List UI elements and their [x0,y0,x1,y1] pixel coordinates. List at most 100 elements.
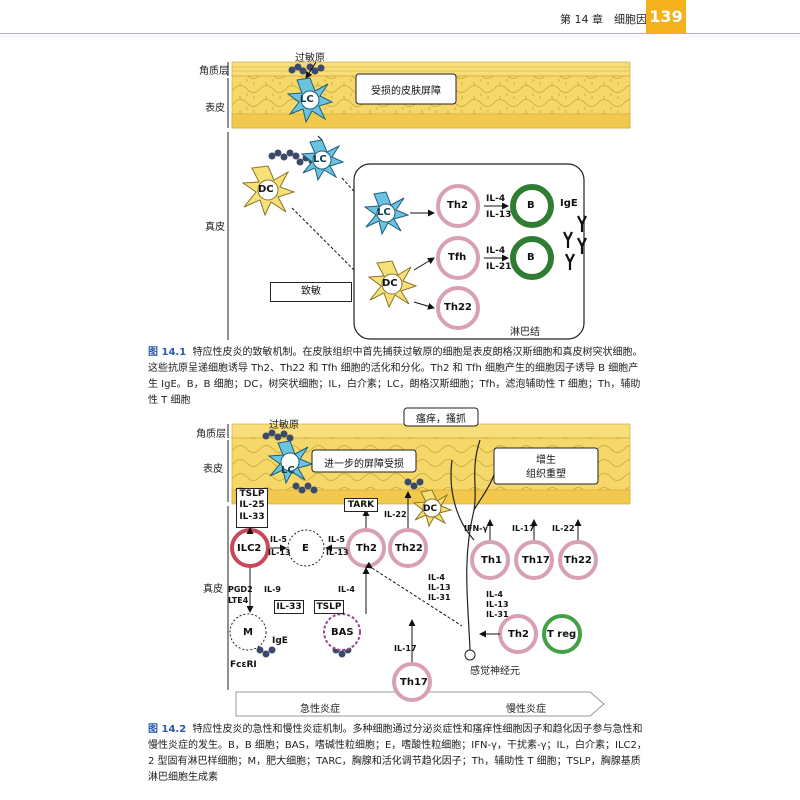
ilc2-label: ILC2 [237,543,262,554]
label-allergen-2: 过敏原 [269,420,299,431]
dc-cell-2 [412,489,453,528]
th2-cell [436,184,480,228]
il4-label-b: IL-4 [486,246,506,256]
b-label-1: B [527,200,535,211]
timeline-arrow [235,691,605,717]
basophil-cell [323,613,361,651]
th17-cell [514,540,554,580]
th22-label: Th22 [444,302,472,313]
pgd2: PGD2 [228,585,253,594]
il5-a: IL-5 [270,535,287,544]
th1-label: Th1 [481,555,502,566]
tfh-label: Tfh [448,252,467,263]
caption-14-2: 图 14.2 特应性皮炎的急性和慢性炎症机制。多种细胞通过分泌炎症性和瘙痒性细胞… [148,722,648,786]
il4-il13-il31-a: IL-4 IL-13 IL-31 [428,573,451,602]
label-chronic: 慢性炎症 [506,704,546,715]
basophil-label: BAS [331,627,354,638]
b-cell-2 [510,236,554,280]
mast-label: M [243,627,253,638]
treg-cell [542,614,582,654]
fceri-label: FcεRI [230,660,257,670]
caption-14-1: 图 14.1 特应性皮炎的致敏机制。在皮肤组织中首先捕获过敏原的细胞是表皮朗格汉… [148,345,648,409]
b-label-2: B [527,252,535,263]
dc-label-1: DC [258,184,274,195]
th22-label-f2b: Th22 [564,555,592,566]
label-remodel: 组织重塑 [526,469,566,480]
th2-label-f2b: Th2 [508,629,529,640]
eosinophil-label: E [302,543,309,554]
ige-label: IgE [560,198,578,209]
figure-14-2 [227,407,631,717]
sensitization-box: 致敏 [270,282,352,302]
il17-a: IL-17 [512,524,535,533]
b-cell-1 [510,184,554,228]
basal-layer [231,113,631,129]
lte4: LTE4 [228,596,249,605]
label-epidermis-2: 表皮 [203,464,223,475]
th17-label: Th17 [522,555,550,566]
th2-label: Th2 [447,200,468,211]
th17-cell-2 [392,662,432,702]
dc-label-f2: DC [423,504,438,514]
label-barrier-2: 进一步的屏障受损 [324,459,404,470]
caption-text-2: 特应性皮炎的急性和慢性炎症机制。多种细胞通过分泌炎症性和瘙痒性细胞因子和趋化因子… [148,724,647,783]
lc-label-3: LC [377,207,391,218]
label-nerve: 感觉神经元 [470,666,520,677]
ige-label-f2: IgE [272,636,288,646]
th22-cell-2 [388,528,428,568]
label-lymph-node: 淋巴结 [510,327,540,338]
chapter-title: 第 14 章 细胞因素 [560,13,658,26]
il4-il13-il31-b: IL-4 IL-13 IL-31 [486,590,509,619]
th22-cell [436,286,480,330]
header-rule [0,33,800,34]
caption-number-2: 图 14.2 [148,724,187,735]
il21-label: IL-21 [486,262,512,272]
il5-b: IL-5 [328,535,345,544]
label-allergen: 过敏原 [295,53,325,64]
page-number: 139 [646,0,686,34]
lc-cell-2 [267,440,314,485]
label-itch: 瘙痒，搔抓 [416,414,466,425]
dc-label-2: DC [382,278,398,289]
il4-label-a: IL-4 [486,194,506,204]
allergen-cluster-2 [256,429,424,658]
il22-b: IL-22 [552,524,575,533]
th2-label-f2: Th2 [356,543,377,554]
th22-cell-3 [558,540,598,580]
dendritic-cell [241,165,296,217]
label-acute: 急性炎症 [300,704,340,715]
figure-14-1 [227,61,631,340]
lc-label-f2: LC [281,465,295,476]
eosinophil-cell [287,529,325,567]
il33-box: IL-33 [274,600,304,614]
langerhans-cell-migrating [300,139,345,182]
caption-number: 图 14.1 [148,347,187,358]
il4: IL-4 [338,585,355,594]
tfh-cell [436,236,480,280]
lc-label-1: LC [300,94,314,105]
lc-in-node [363,191,410,236]
th22-label-f2: Th22 [395,543,423,554]
label-barrier: 受损的皮肤屏障 [371,86,441,97]
tslp-box: TSLP [314,600,344,614]
tslp-il25-il33-box: TSLP IL-25 IL-33 [236,488,268,528]
treg-label: T reg [547,629,577,640]
th1-cell [470,540,510,580]
ifng: IFN-γ [464,524,488,533]
il13-label: IL-13 [486,210,512,220]
caption-text: 特应性皮炎的致敏机制。在皮肤组织中首先捕获过敏原的细胞是表皮朗格汉斯细胞和真皮树… [148,347,643,406]
il13-b: IL-13 [326,548,349,557]
label-hyperplasia: 增生 [536,455,556,466]
label-stratum: 角质层 [199,66,229,77]
tark-box: TARK [344,498,378,512]
label-epidermis: 表皮 [205,103,225,114]
il9: IL-9 [264,585,281,594]
label-stratum-2: 角质层 [196,429,226,440]
label-dermis-2: 真皮 [203,584,223,595]
lc-label-2: LC [313,154,327,165]
mast-cell [229,613,267,651]
dc-in-node [367,260,418,309]
th17-label-f2b: Th17 [400,677,428,688]
il17-b: IL-17 [394,644,417,653]
il22-a: IL-22 [384,510,407,519]
